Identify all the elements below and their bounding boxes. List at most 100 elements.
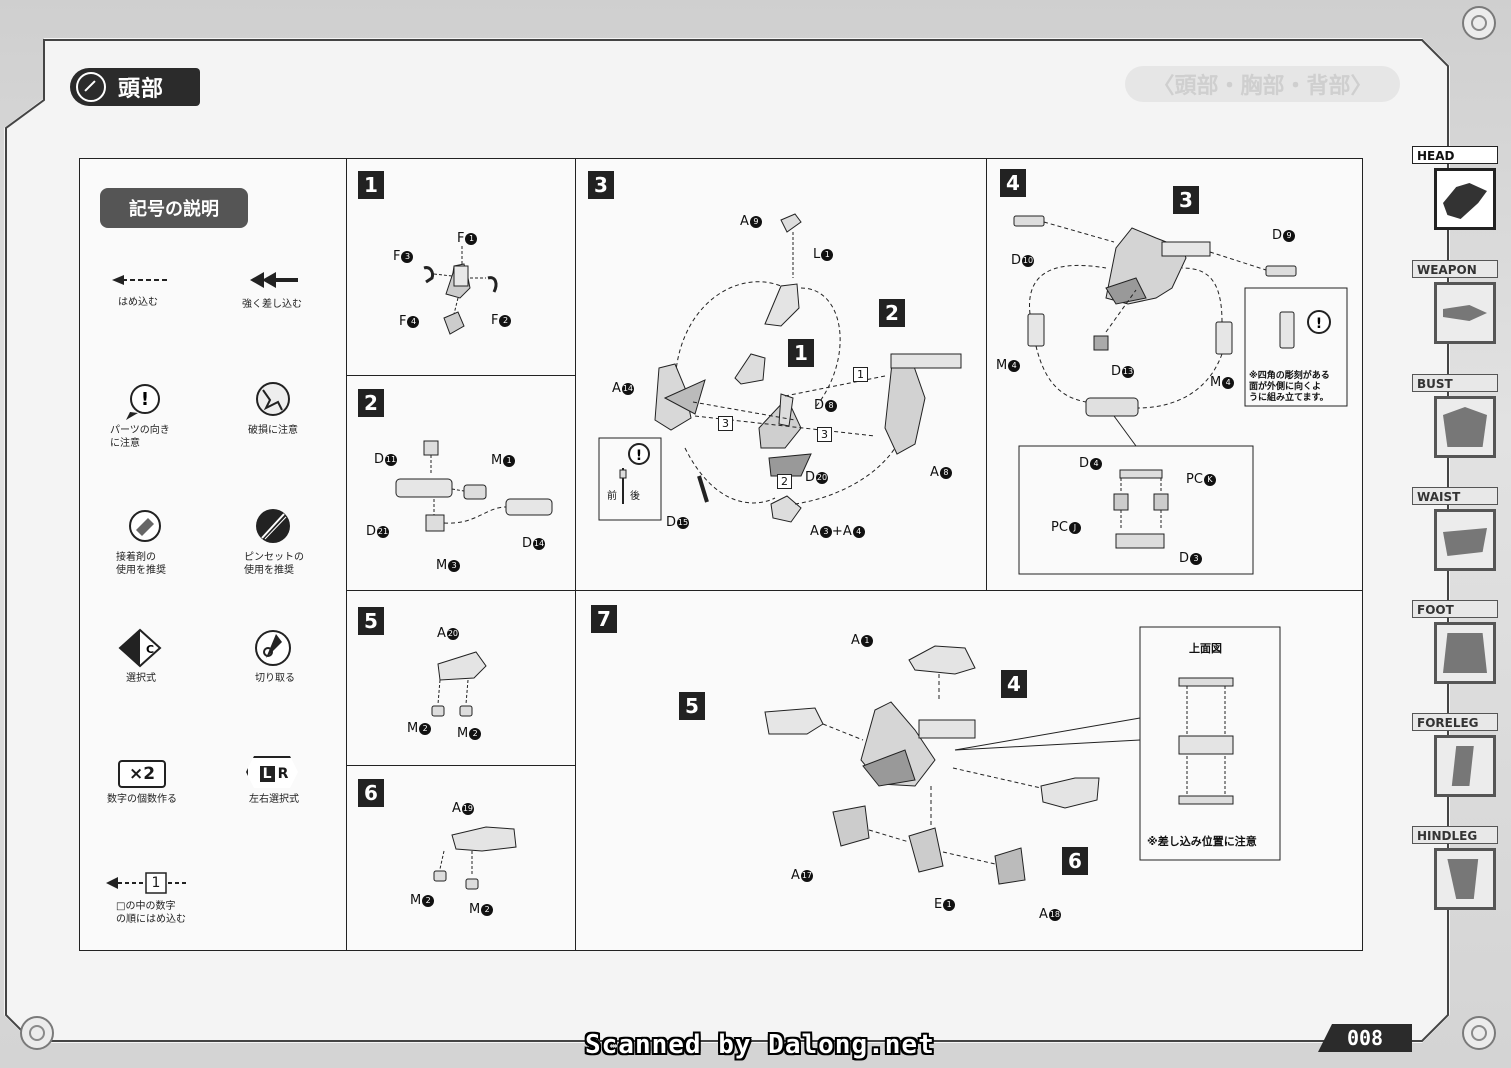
legend-icons-row3: [129, 509, 290, 543]
foot-icon: [1434, 622, 1496, 684]
tab-label: WEAPON: [1412, 260, 1498, 278]
order-arrow-icon: [106, 872, 186, 894]
corner-gear-icon: [1462, 6, 1496, 40]
cut-icon: [255, 630, 291, 666]
step-number: 5: [358, 607, 384, 635]
legend-text: 選択式: [126, 673, 156, 684]
legend-text: 数字の個数作る: [107, 794, 177, 805]
svg-text:!: !: [141, 389, 149, 410]
hindleg-icon: [1434, 848, 1496, 910]
page-number: 008: [1318, 1024, 1412, 1052]
insert-position-note: ※差し込み位置に注意: [1147, 835, 1257, 848]
step-number: 3: [588, 171, 614, 199]
top-view-title: 上面図: [1189, 642, 1222, 655]
tab-weapon[interactable]: WEAPON: [1412, 260, 1502, 366]
legend-text: 破損に注意: [248, 425, 298, 436]
tab-foreleg[interactable]: FORELEG: [1412, 713, 1502, 819]
step-number: 1: [358, 171, 384, 199]
corner-gear-icon: [1462, 1016, 1496, 1050]
double-arrow-icon: [250, 272, 298, 288]
legend-icons-row1: [112, 272, 298, 288]
weapon-icon: [1434, 282, 1496, 344]
step-number: 6: [358, 779, 384, 807]
order-box: 3: [817, 427, 832, 442]
scan-credit: Scanned by Dalong.net: [585, 1030, 935, 1060]
legend-title: 記号の説明: [100, 188, 248, 228]
tab-hindleg[interactable]: HINDLEG: [1412, 826, 1502, 932]
order-badge: 1: [151, 875, 161, 891]
svg-text:!: !: [1316, 316, 1322, 332]
tab-waist[interactable]: WAIST: [1412, 487, 1502, 593]
legend-text: 接着剤の 使用を推奨: [116, 552, 166, 576]
tab-label: BUST: [1412, 374, 1498, 392]
subassembly-callout: 3: [1173, 186, 1199, 214]
legend-text: パーツの向き に注意: [110, 425, 170, 449]
tab-bust[interactable]: BUST: [1412, 374, 1502, 480]
foreleg-icon: [1434, 735, 1496, 797]
tab-foot[interactable]: FOOT: [1412, 600, 1502, 706]
glue-icon: [129, 510, 161, 542]
breakage-icon: [256, 382, 290, 416]
subassembly-callout: 4: [1001, 670, 1027, 698]
step-1-diagram: [423, 246, 498, 335]
svg-text:!: !: [636, 448, 642, 464]
step-number: 2: [358, 389, 384, 417]
tab-label: HEAD: [1412, 146, 1498, 164]
choice-icon: C: [118, 628, 162, 668]
bust-icon: [1434, 396, 1496, 458]
tab-label: FOOT: [1412, 600, 1498, 618]
legend-icons-row2: !: [126, 382, 290, 420]
legend-text: 左右選択式: [249, 794, 299, 805]
step-6-diagram: [433, 826, 517, 890]
step-2-panel: [346, 375, 576, 591]
orientation-note: ※四角の彫刻がある 面が外側に向くよ うに組み立てます。: [1249, 371, 1330, 403]
multiply-icon: ×2: [118, 760, 166, 788]
step-7-diagram: [764, 626, 1281, 885]
tab-label: WAIST: [1412, 487, 1498, 505]
legend-text: □の中の数字 の順にはめ込む: [116, 901, 186, 925]
ghost-title: 〈頭部・胸部・背部〉: [1125, 66, 1400, 102]
tab-head[interactable]: HEAD: [1412, 146, 1502, 252]
step-number: 7: [591, 605, 617, 633]
subassembly-callout: 6: [1062, 847, 1088, 875]
section-title-text: 頭部: [118, 77, 165, 102]
legend-text: 切り取る: [255, 673, 295, 684]
section-title: 頭部: [70, 68, 200, 106]
order-box: 3: [718, 416, 733, 431]
legend-text: はめ込む: [118, 297, 158, 308]
head-icon: [1434, 168, 1496, 230]
step-6-panel: [346, 765, 576, 951]
subassembly-callout: 5: [679, 692, 705, 720]
step-3-diagram: !: [598, 213, 962, 523]
subassembly-callout: 2: [879, 299, 905, 327]
compass-icon: [76, 72, 106, 102]
step-2-diagram: [395, 440, 553, 532]
dashed-arrow-icon: [112, 275, 170, 285]
step-4-diagram: !: [1013, 215, 1348, 575]
order-box: 1: [853, 367, 868, 382]
